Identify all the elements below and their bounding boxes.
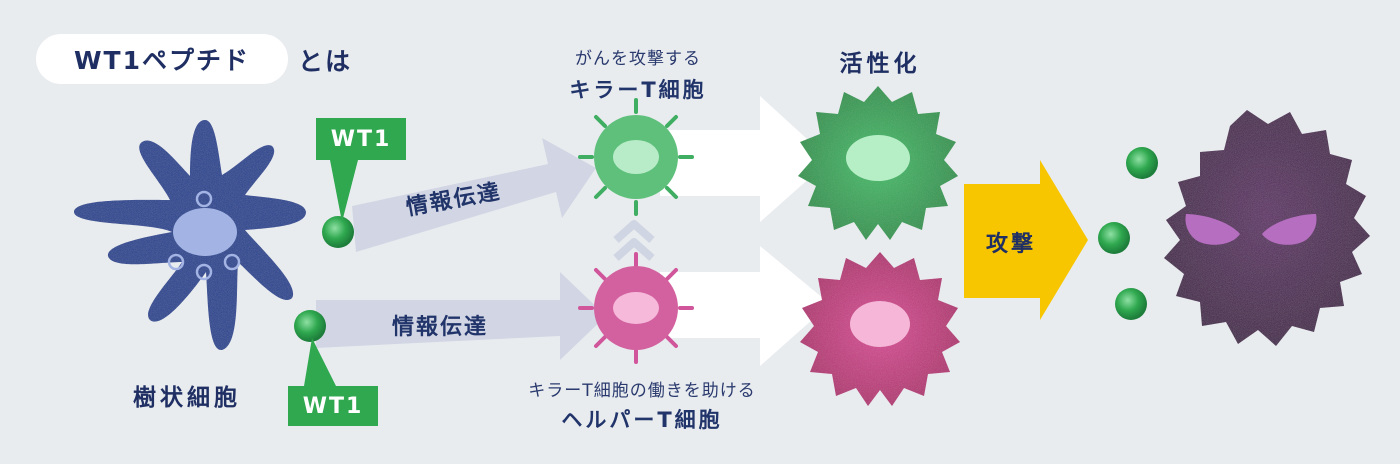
killer-t-name: キラーT細胞	[569, 78, 707, 102]
cancer-antigen-ball-bottom	[1115, 288, 1147, 320]
activated-helper-cell	[800, 252, 960, 406]
activation-arrow-top	[660, 96, 830, 222]
cancer-cell	[1164, 110, 1370, 346]
activation-arrow-bottom	[660, 246, 830, 366]
signal-label-bottom: 情報伝達	[392, 315, 489, 340]
cancer-antigen-ball-middle	[1098, 222, 1130, 254]
link-chevrons	[613, 220, 655, 261]
signal-arrow-bottom	[316, 272, 606, 360]
signal-arrow-top	[352, 138, 596, 252]
tag-pointer-top	[330, 160, 358, 222]
activated-killer-cell	[798, 86, 958, 240]
helper-t-caption: キラーT細胞の働きを助ける	[528, 381, 756, 401]
wt1-tag-top: WT1	[316, 118, 406, 160]
title-suffix: とは	[298, 47, 353, 76]
wt1-tag-top-label: WT1	[330, 126, 392, 152]
cancer-antigen-ball-top	[1126, 147, 1158, 179]
wt1-tag-bottom-label: WT1	[302, 393, 364, 419]
antigen-ball-bottom	[294, 310, 326, 342]
wt1-tag-bottom: WT1	[288, 386, 378, 426]
helper-t-cell	[578, 252, 694, 364]
dendritic-cell-label: 樹状細胞	[133, 385, 241, 411]
killer-t-cell	[578, 98, 694, 216]
killer-t-caption: がんを攻撃する	[575, 49, 701, 69]
antigen-ball-top	[322, 216, 354, 248]
title-pill: WT1ペプチド	[36, 34, 288, 84]
tag-pointer-bottom	[304, 338, 336, 386]
attack-arrow	[964, 160, 1088, 320]
page-title: WT1ペプチド	[73, 46, 251, 75]
helper-t-name: ヘルパーT細胞	[561, 408, 723, 432]
dendritic-cell	[74, 120, 306, 351]
activation-label: 活性化	[839, 51, 921, 77]
attack-label: 攻撃	[985, 232, 1036, 257]
